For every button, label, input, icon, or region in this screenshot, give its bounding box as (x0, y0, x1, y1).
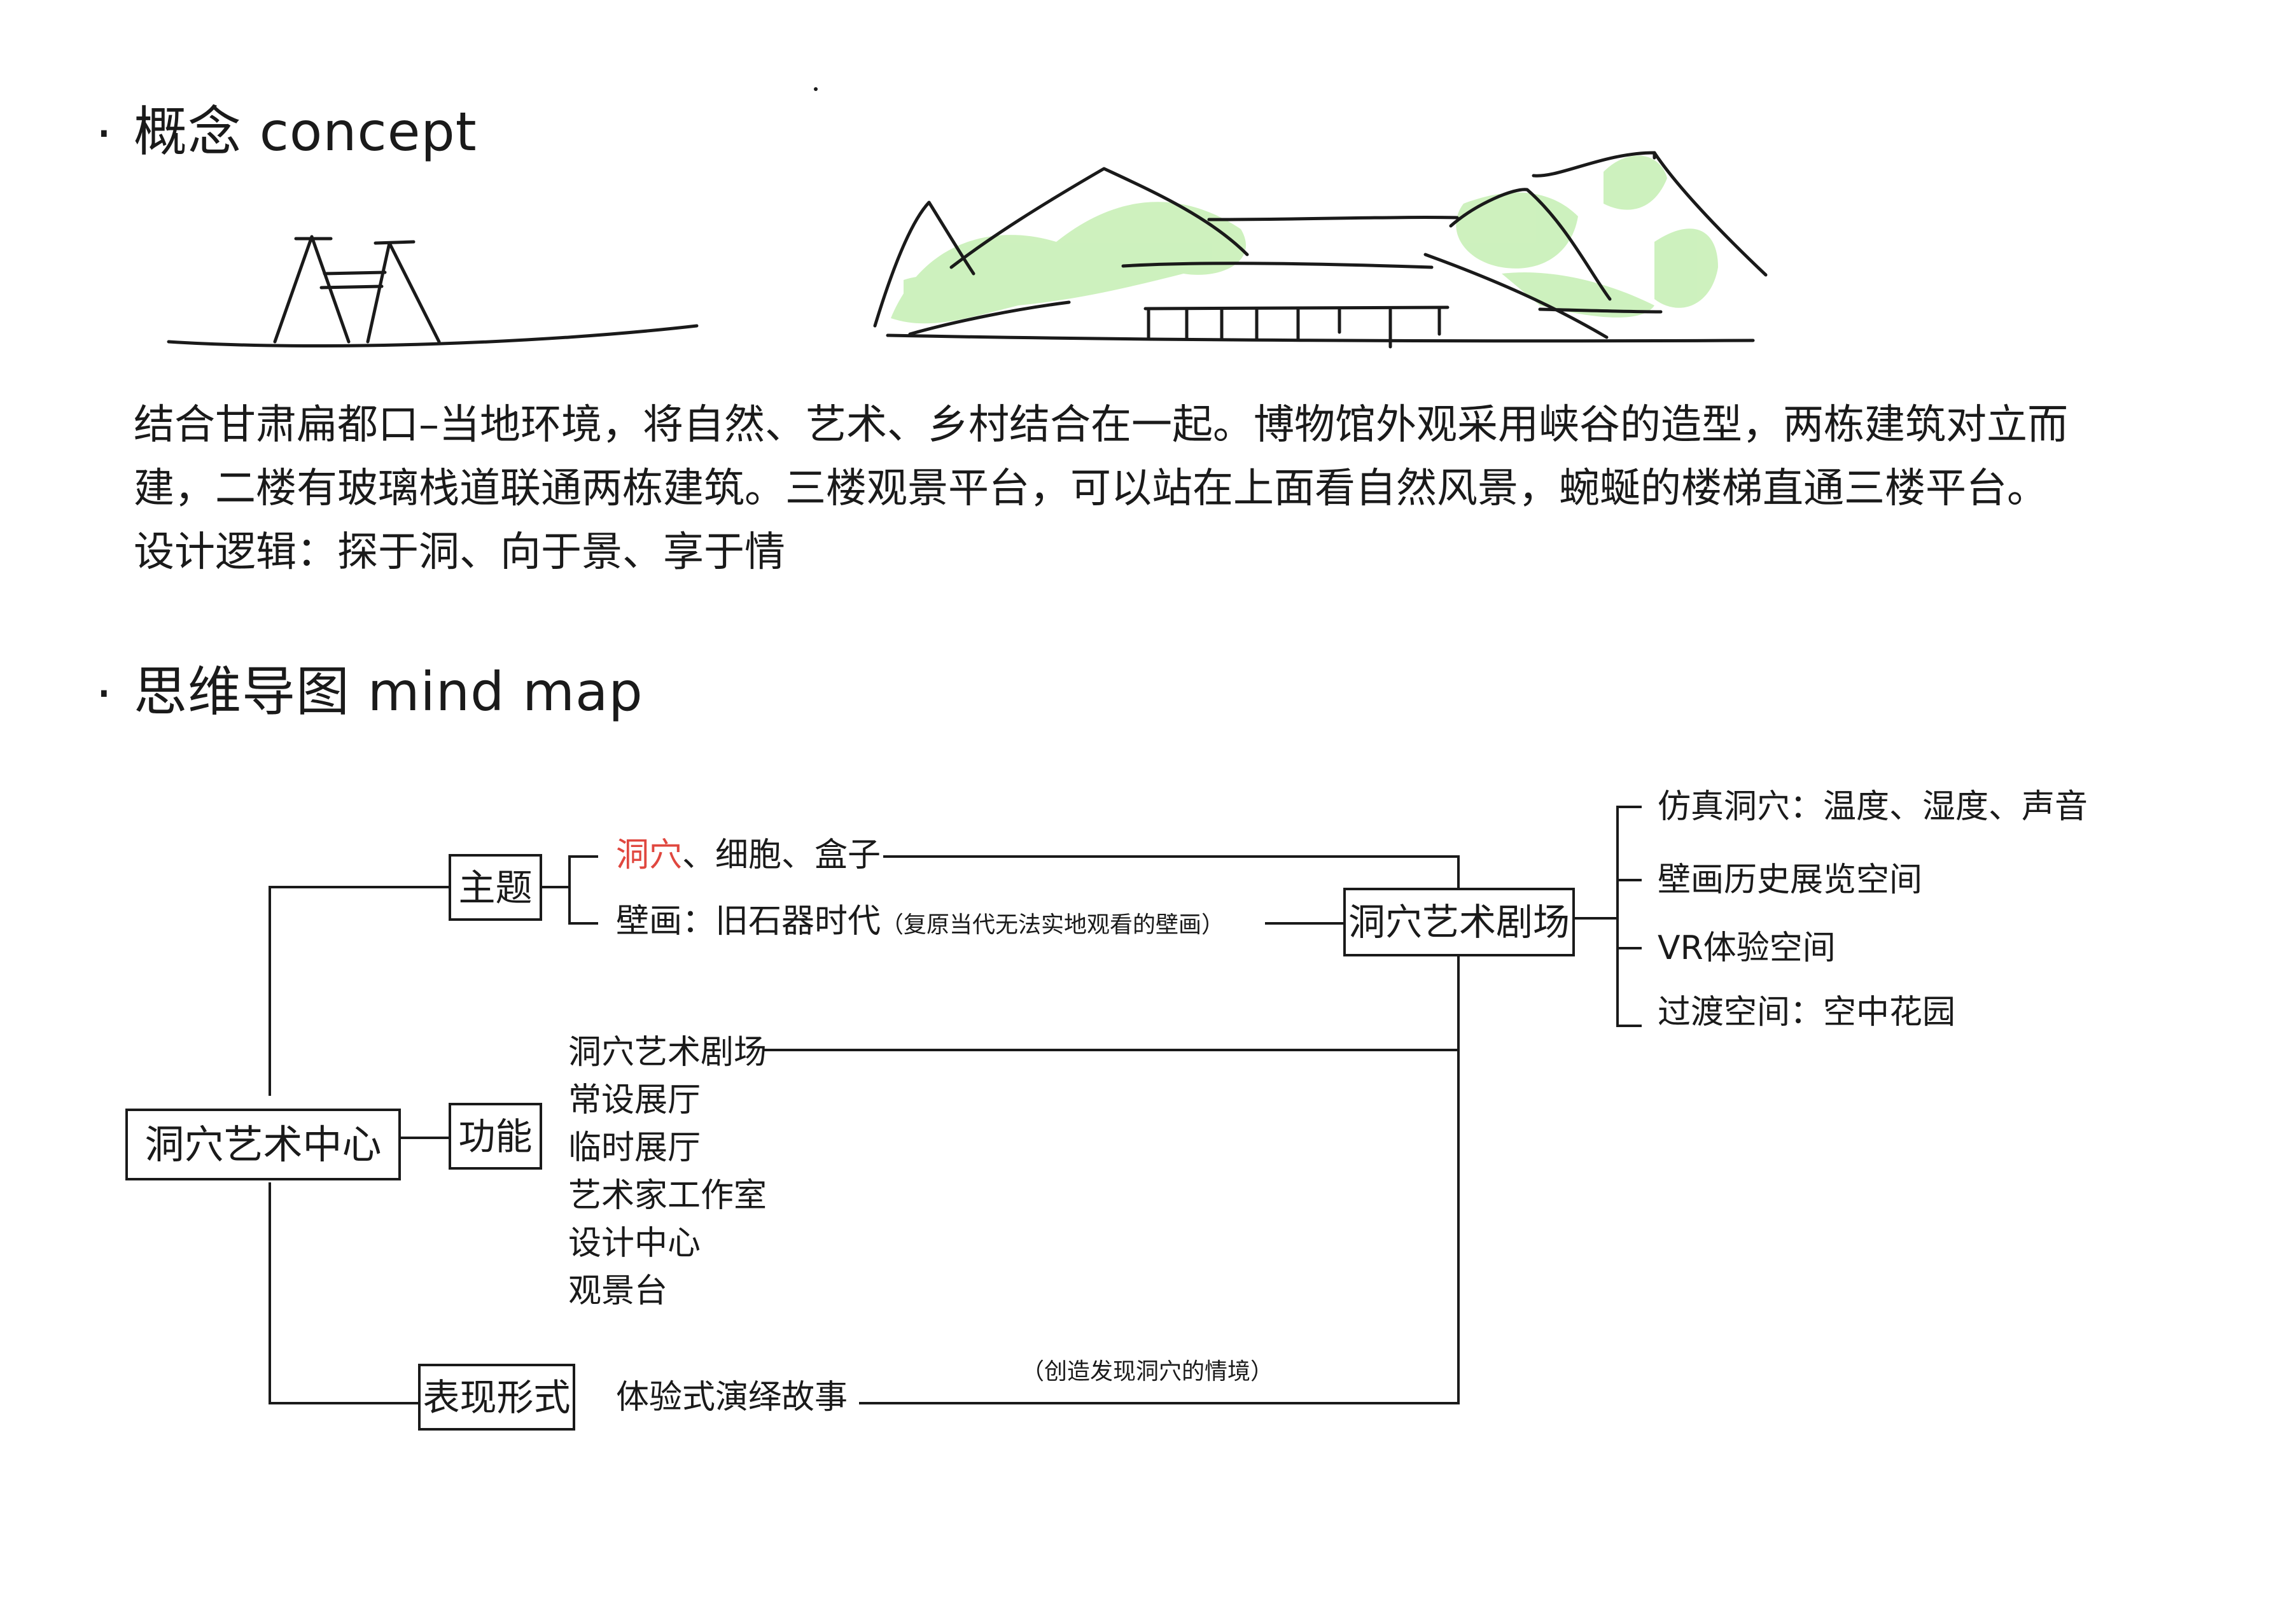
green-wash (891, 155, 1718, 324)
theater-item-4: 过渡空间：空中花园 (1658, 993, 1956, 1032)
theater-node-box: 洞穴艺术剧场 (1343, 888, 1575, 956)
center-node-box: 洞穴艺术中心 (125, 1109, 401, 1180)
function-item-5: 设计中心 (568, 1224, 701, 1263)
theme-item-2: 壁画：旧石器时代（复原当代无法实地观看的壁画） (616, 905, 1224, 938)
function-item-4: 艺术家工作室 (568, 1177, 767, 1215)
mindmap-heading: 思维导图 mind map (134, 661, 643, 723)
concept-heading: 概念 concept (134, 101, 477, 163)
mindmap-bullet: · (95, 662, 113, 725)
expression-node-box: 表现形式 (418, 1364, 575, 1431)
ground-line-left (167, 324, 699, 347)
theme-item-2-note: （复原当代无法实地观看的壁画） (881, 912, 1225, 938)
function-item-6: 观景台 (568, 1272, 668, 1310)
function-node-box: 功能 (449, 1103, 542, 1170)
concept-paragraph-line-2: 建，二楼有玻璃栈道联通两栋建筑。三楼观景平台，可以站在上面看自然风景，蜿蜒的楼梯… (134, 465, 2048, 512)
function-item-3: 临时展厅 (568, 1129, 701, 1167)
theme-item-1-rest: 、细胞、盒子 (682, 836, 881, 874)
theme-node-box: 主题 (449, 854, 542, 921)
theme-item-2-main: 壁画：旧石器时代 (616, 902, 881, 941)
theater-item-1: 仿真洞穴：温度、湿度、声音 (1658, 788, 2088, 826)
theater-item-3: VR体验空间 (1658, 929, 1836, 967)
function-item-1: 洞穴艺术剧场 (568, 1033, 767, 1072)
ground-line-right (886, 333, 1755, 343)
concept-bullet: · (95, 102, 113, 165)
expression-item: 体验式演绎故事 (616, 1378, 848, 1417)
theme-item-1-highlight: 洞穴 (616, 836, 683, 874)
concept-paragraph-line-1: 结合甘肃扁都口–当地环境，将自然、艺术、乡村结合在一起。博物馆外观采用峡谷的造型… (134, 402, 2068, 449)
function-item-2: 常设展厅 (568, 1081, 701, 1119)
expression-note: （创造发现洞穴的情境） (1021, 1359, 1274, 1385)
theater-item-2: 壁画历史展览空间 (1658, 861, 1923, 899)
concept-paragraph-line-3: 设计逻辑：探于洞、向于景、享于情 (134, 529, 785, 576)
theme-item-1: 洞穴、细胞、盒子 (616, 839, 881, 872)
